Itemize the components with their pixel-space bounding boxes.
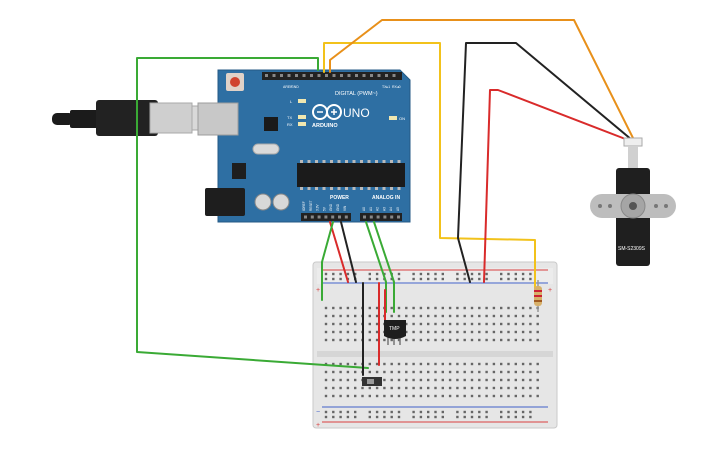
power-pin-label: GND bbox=[336, 203, 340, 211]
slide-switch[interactable] bbox=[362, 377, 382, 386]
voltage-regulator bbox=[232, 163, 246, 179]
led-rx-label: RX bbox=[287, 122, 293, 127]
led-tx bbox=[298, 115, 306, 119]
microcontroller-chip bbox=[297, 163, 405, 187]
power-pin-label: 3.3V bbox=[316, 204, 320, 211]
analog-pin-label: A0 bbox=[362, 207, 366, 211]
led-on-label: ON bbox=[399, 116, 405, 121]
digital-header bbox=[262, 72, 402, 80]
led-rx bbox=[298, 122, 306, 126]
capacitor-1 bbox=[254, 193, 272, 211]
usb-cable[interactable] bbox=[52, 100, 211, 136]
led-on bbox=[389, 116, 397, 120]
led-l-label: L bbox=[290, 99, 293, 104]
power-pin-label: RESET bbox=[309, 200, 313, 211]
led-l bbox=[298, 99, 306, 103]
wires[interactable] bbox=[136, 19, 635, 376]
wire-green-switch bbox=[136, 57, 369, 369]
analog-header bbox=[360, 213, 402, 221]
wire-red-5v bbox=[329, 221, 349, 283]
arduino-logo bbox=[312, 104, 342, 120]
arduino-uno[interactable]: DIGITAL (PWM~) AREF GND TX▸1 RX◂0 ARDUIN… bbox=[197, 69, 411, 223]
breadboard[interactable]: + + − + bbox=[312, 261, 558, 429]
rx-pin-label: RX◂0 bbox=[392, 85, 401, 89]
analog-pin-label: A5 bbox=[396, 207, 400, 211]
digital-header-label: DIGITAL (PWM~) bbox=[335, 91, 378, 97]
wire-black-servo bbox=[457, 42, 633, 283]
aref-label: AREF bbox=[283, 85, 292, 89]
rail-plus-label-right: + bbox=[548, 287, 552, 294]
brand-label: ARDUINO bbox=[312, 123, 338, 129]
servo-motor[interactable]: SM-S2309S bbox=[590, 137, 676, 266]
resistor[interactable] bbox=[534, 280, 542, 312]
model-label: UNO bbox=[343, 106, 370, 120]
power-pin-label: 5V bbox=[322, 206, 326, 211]
power-pin-label: IOREF bbox=[302, 201, 306, 211]
analog-header-label: ANALOG IN bbox=[372, 195, 400, 201]
breadboard-holes bbox=[324, 272, 539, 419]
wire-green-analog-2 bbox=[373, 221, 395, 313]
wire-black-gnd bbox=[340, 221, 357, 283]
wire-green-left bbox=[321, 221, 334, 301]
analog-pin-label: A4 bbox=[389, 207, 393, 211]
wire-red-servo bbox=[483, 89, 629, 283]
capacitor-2 bbox=[272, 193, 290, 211]
usb-chip bbox=[264, 117, 278, 131]
usb-jack bbox=[197, 102, 239, 136]
crystal bbox=[252, 143, 280, 155]
rail-plus-label-bottom: + bbox=[316, 422, 320, 429]
analog-pin-label: A1 bbox=[369, 207, 373, 211]
tmp-label: TMP bbox=[389, 326, 400, 332]
servo-label: SM-S2309S bbox=[618, 246, 646, 252]
rail-plus-label: + bbox=[316, 287, 320, 294]
wire-orange-servo bbox=[329, 19, 635, 141]
wire-yellow-signal bbox=[323, 42, 536, 293]
tx-pin-label: TX▸1 bbox=[382, 85, 390, 89]
power-pin-label: GND bbox=[329, 203, 333, 211]
rail-minus-label: − bbox=[316, 409, 320, 416]
power-header-label: POWER bbox=[330, 195, 349, 201]
analog-pin-label: A2 bbox=[376, 207, 380, 211]
led-tx-label: TX bbox=[287, 115, 292, 120]
power-jack bbox=[205, 188, 245, 216]
power-pin-label: VIN bbox=[343, 205, 347, 211]
tmp-sensor[interactable]: TMP bbox=[384, 320, 406, 345]
analog-pin-label: A3 bbox=[382, 207, 386, 211]
gnd-pin-label: GND bbox=[291, 85, 299, 89]
